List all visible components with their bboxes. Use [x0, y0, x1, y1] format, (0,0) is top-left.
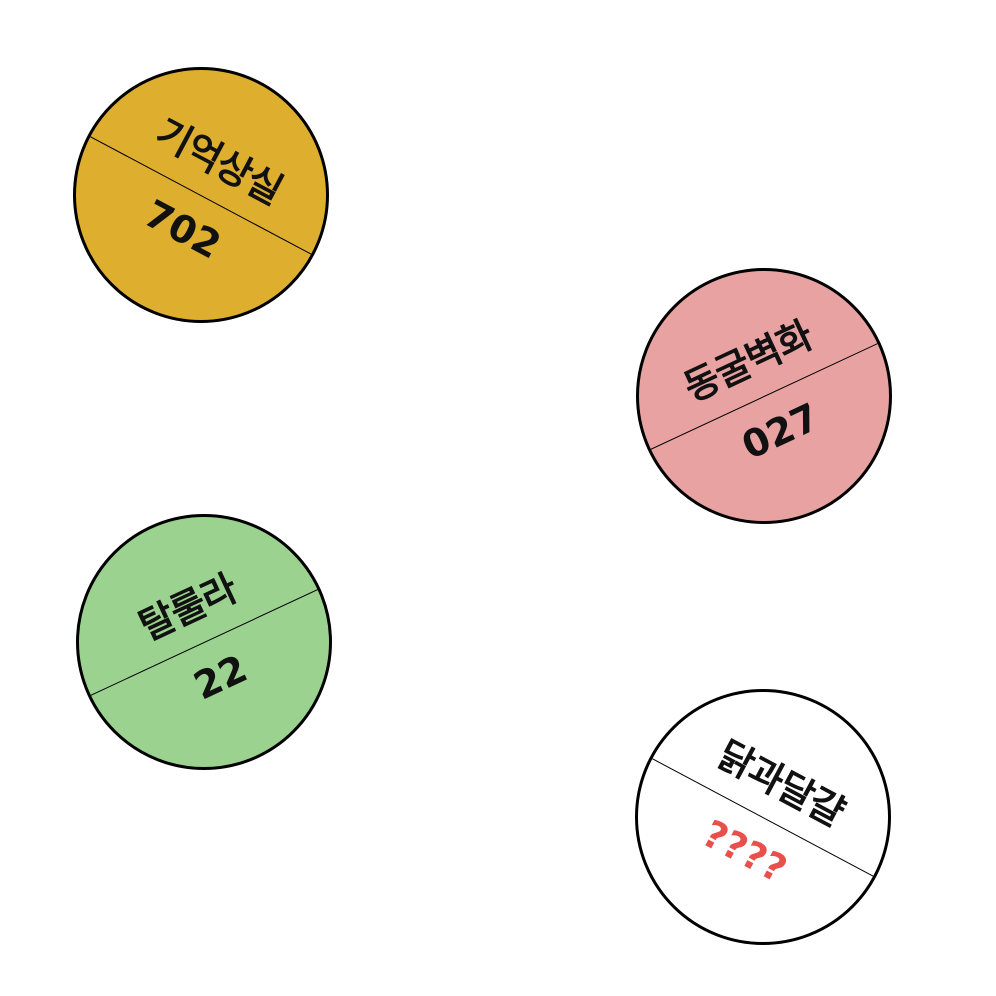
badge-2-content: 동굴벽화 027	[639, 271, 889, 521]
badge-3: 탈룰라 22	[76, 514, 332, 770]
badge-3-content: 탈룰라 22	[79, 517, 329, 767]
badge-4-content: 닭과달걀 ????	[638, 692, 888, 942]
badge-4: 닭과달걀 ????	[635, 689, 891, 945]
badge-2: 동굴벽화 027	[636, 268, 892, 524]
badge-1: 기억상실 702	[73, 67, 329, 323]
badge-1-content: 기억상실 702	[76, 70, 326, 320]
